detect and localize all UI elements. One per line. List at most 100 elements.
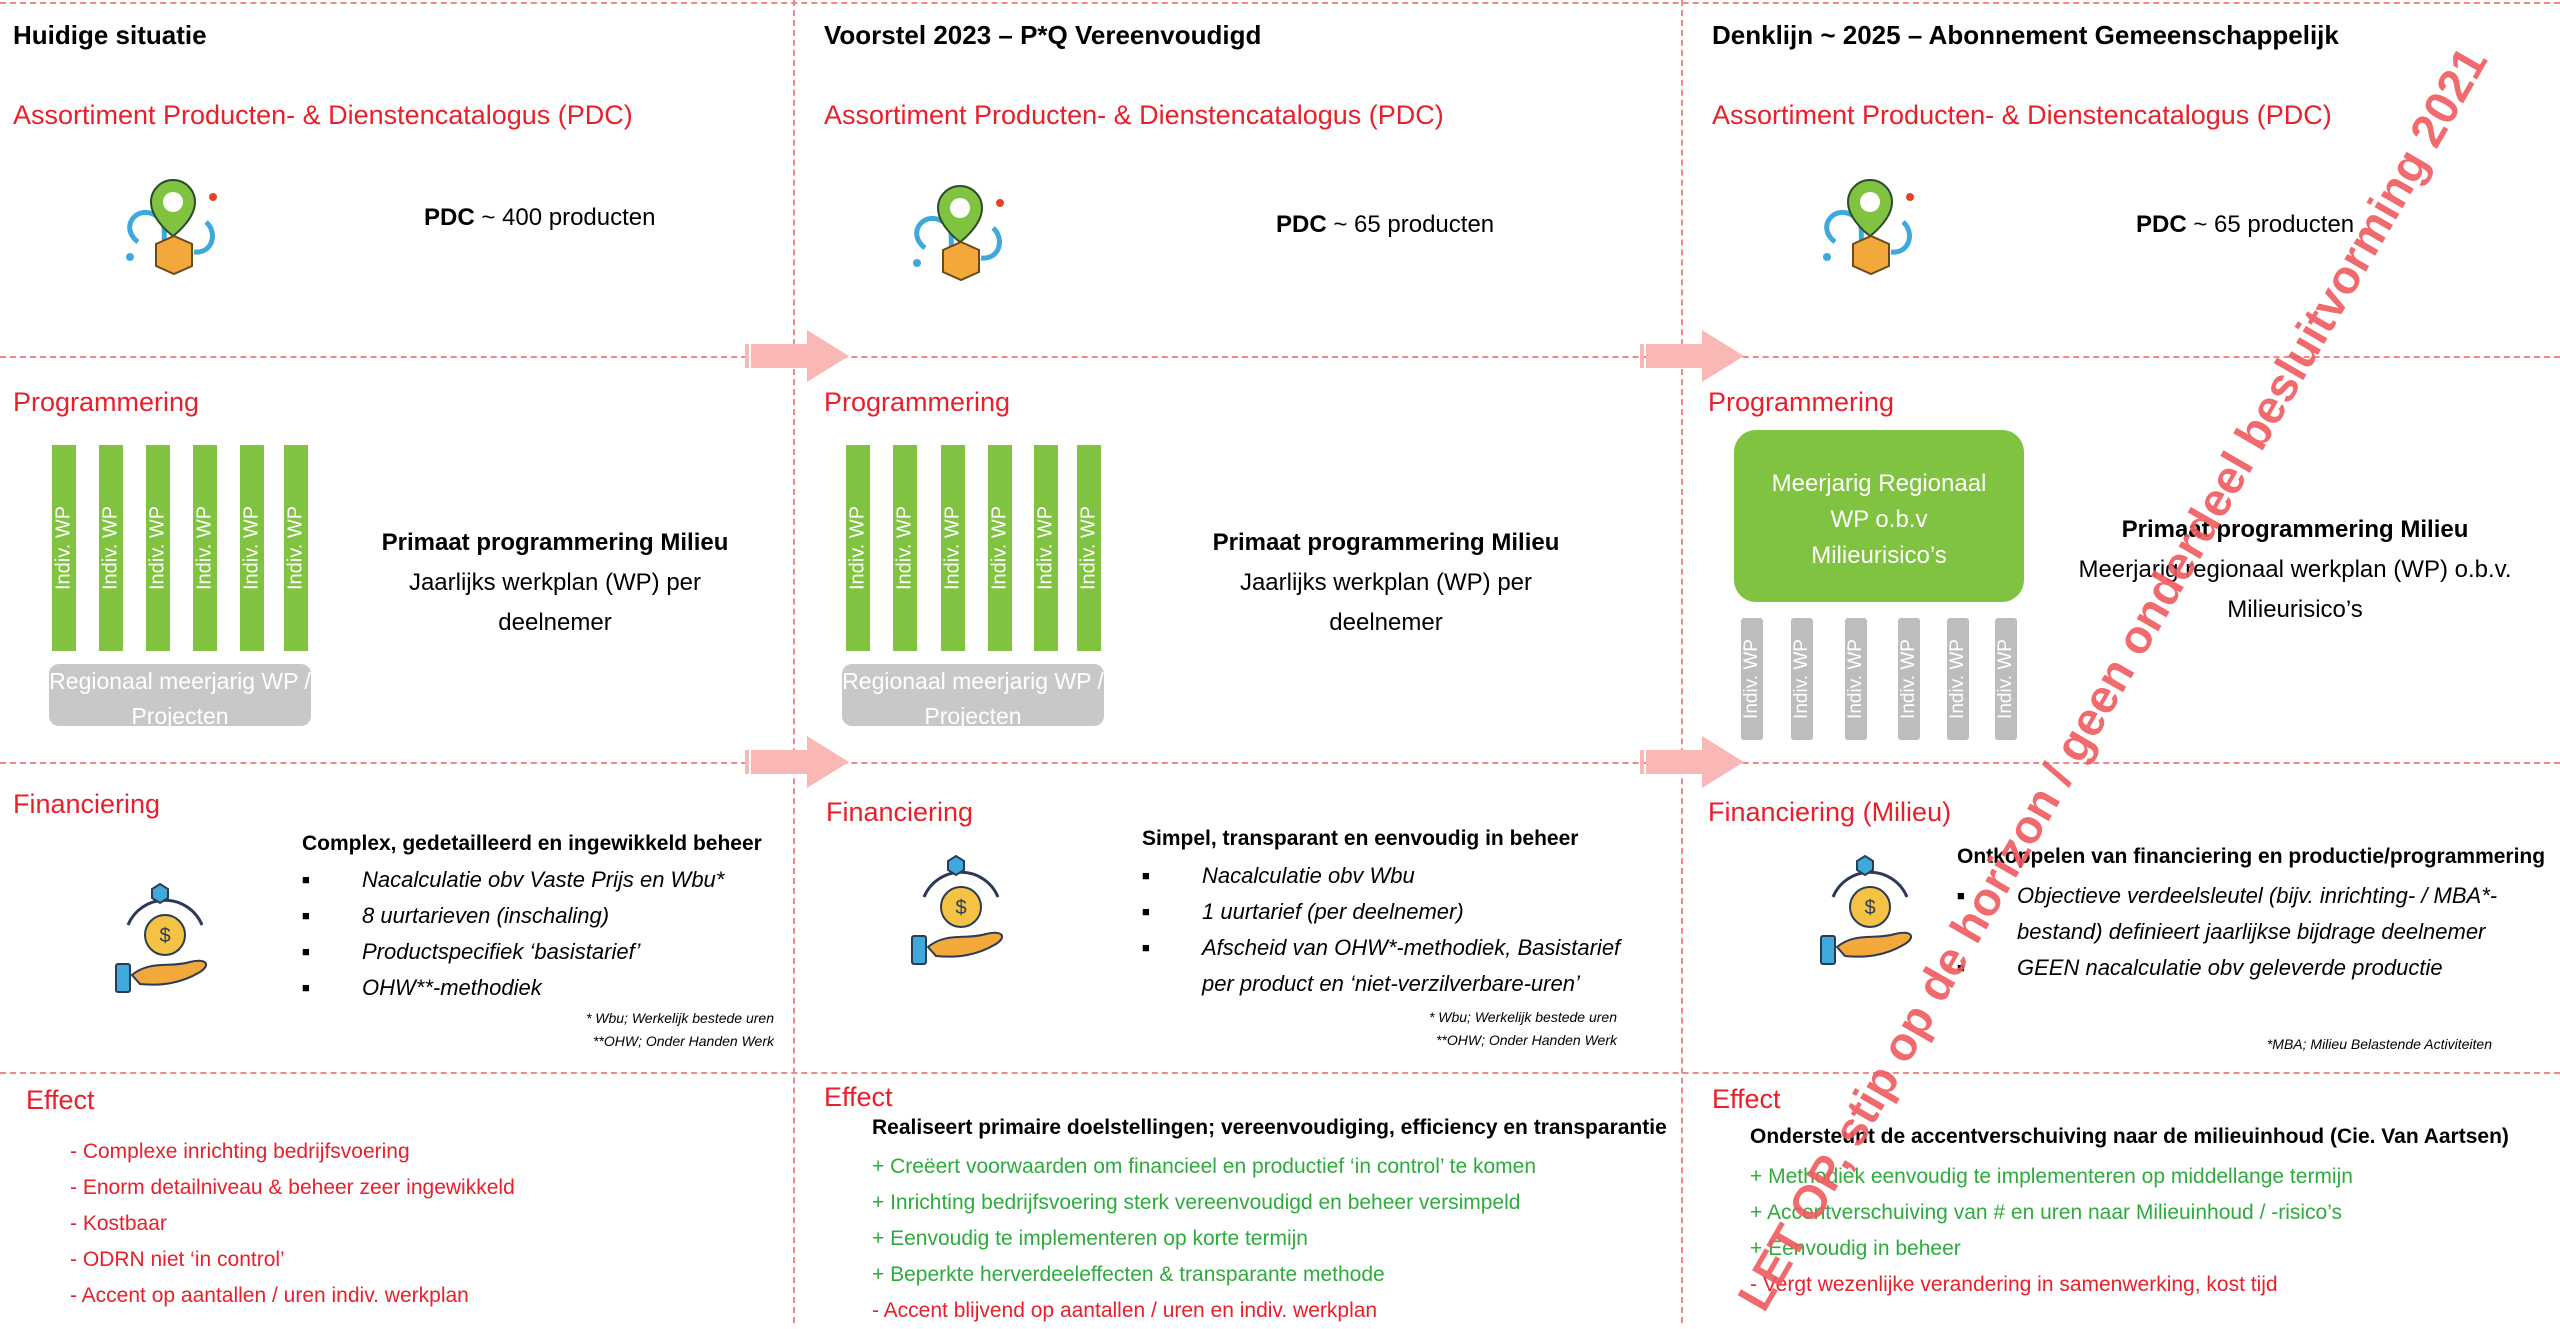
wp-bar: Indiv. WP (240, 445, 264, 651)
regional-wp-box: Regionaal meerjarig WP / Projecten (49, 664, 311, 726)
effect-item: + Methodiek eenvoudig te implementeren o… (1750, 1165, 2353, 1188)
programmering-description: Primaat programmering Milieu Jaarlijks w… (1186, 523, 1586, 643)
prog-title: Primaat programmering Milieu (1212, 529, 1560, 556)
row-divider (0, 2, 2560, 4)
prog-line: deelnemer (498, 609, 612, 636)
green-box-line: WP o.b.v (1830, 506, 1928, 533)
prog-line: deelnemer (1329, 609, 1443, 636)
wp-bar: Indiv. WP (1034, 445, 1058, 651)
wp-bar: Indiv. WP (1845, 618, 1867, 740)
fin-bullet: Objectieve verdeelsleutel (bijv. inricht… (1957, 878, 2517, 950)
pdc-count-text: ~ 65 producten (1326, 211, 1495, 238)
effect-list: + Methodiek eenvoudig te implementeren o… (1750, 1159, 2353, 1303)
fin-bullet: Nacalculatie obv Wbu (1142, 858, 1642, 894)
wp-bar-label: Indiv. WP (240, 505, 263, 591)
effect-item: - Enorm detailniveau & beheer zeer ingew… (70, 1176, 515, 1199)
prog-title: Primaat programmering Milieu (381, 529, 729, 556)
row-divider (0, 762, 2560, 764)
column-title: Voorstel 2023 – P*Q Vereenvoudigd (824, 20, 1262, 50)
transition-arrow-icon (1640, 736, 1744, 788)
pdc-count: PDC ~ 65 producten (1276, 211, 1494, 239)
row-divider (0, 1072, 2560, 1074)
prog-title: Primaat programmering Milieu (2121, 516, 2469, 543)
fin-title: Ontkoppelen van financiering en producti… (1957, 845, 2546, 868)
wp-bar: Indiv. WP (52, 445, 76, 651)
effect-label: Effect (26, 1085, 95, 1115)
wp-bar: Indiv. WP (1898, 618, 1920, 740)
wp-bar-label: Indiv. WP (1791, 639, 1812, 719)
wp-bar-label: Indiv. WP (193, 505, 216, 591)
wp-bar: Indiv. WP (1741, 618, 1763, 740)
fin-bullet: OHW**-methodiek (302, 970, 772, 1006)
wp-bar: Indiv. WP (193, 445, 217, 651)
financiering-label: Financiering (Milieu) (1708, 797, 1952, 827)
effect-list: + Creëert voorwaarden om financieel en p… (872, 1149, 1536, 1329)
programmering-description: Primaat programmering Milieu Jaarlijks w… (355, 523, 755, 643)
footnote: **OHW; Onder Handen Werk (592, 1033, 774, 1049)
financiering-label: Financiering (826, 797, 974, 827)
fin-bullet: Nacalculatie obv Vaste Prijs en Wbu* (302, 862, 772, 898)
svg-text:$: $ (159, 925, 170, 947)
wp-bar-label: Indiv. WP (284, 505, 307, 591)
column-divider (793, 0, 795, 1323)
wp-bar-label: Indiv. WP (1947, 639, 1968, 719)
svg-text:$: $ (955, 897, 966, 919)
effect-list: - Complexe inrichting bedrijfsvoering - … (70, 1134, 515, 1314)
fin-bullet-list: Objectieve verdeelsleutel (bijv. inricht… (1957, 878, 2517, 986)
prog-line: Meerjarig regionaal werkplan (WP) o.b.v. (2078, 556, 2512, 583)
wp-bar-label: Indiv. WP (1741, 639, 1762, 719)
location-pin-package-icon (1823, 178, 1914, 276)
pdc-abbrev: PDC (424, 204, 475, 231)
fin-bullet-list: Nacalculatie obv Vaste Prijs en Wbu* 8 u… (302, 862, 772, 1006)
effect-item: + Beperkte herverdeeleffecten & transpar… (872, 1263, 1385, 1286)
footnote: *MBA; Milieu Belastende Activiteiten (2266, 1036, 2492, 1052)
wp-bar-label: Indiv. WP (52, 505, 75, 591)
regional-wp-box: Regionaal meerjarig WP / Projecten (842, 664, 1104, 726)
fin-bullet: 1 uurtarief (per deelnemer) (1142, 894, 1642, 930)
wp-bar-label: Indiv. WP (893, 505, 916, 591)
programmering-label: Programmering (1708, 387, 1895, 417)
effect-item: - Complexe inrichting bedrijfsvoering (70, 1140, 410, 1163)
footnote: * Wbu; Werkelijk bestede uren (585, 1010, 774, 1026)
wp-bar-label: Indiv. WP (1077, 505, 1100, 591)
svg-text:$: $ (1864, 897, 1875, 919)
green-box-line: Milieurisico’s (1811, 542, 1947, 569)
pdc-section-label: Assortiment Producten- & Dienstencatalog… (824, 100, 1444, 130)
footnotes: * Wbu; Werkelijk bestede uren **OHW; Ond… (586, 1007, 774, 1053)
prog-line: Milieurisico’s (2227, 596, 2363, 623)
footnote: **OHW; Onder Handen Werk (1435, 1032, 1617, 1048)
effect-label: Effect (824, 1082, 893, 1112)
fin-title: Simpel, transparant en eenvoudig in behe… (1142, 827, 1579, 850)
wp-bar: Indiv. WP (146, 445, 170, 651)
fin-bullet: 8 uurtarieven (inschaling) (302, 898, 772, 934)
effect-item: + Accentverschuiving van # en uren naar … (1750, 1201, 2343, 1224)
wp-bar-label: Indiv. WP (1898, 639, 1919, 719)
wp-bar: Indiv. WP (1077, 445, 1101, 651)
wp-bar: Indiv. WP (284, 445, 308, 651)
green-box-line: Meerjarig Regionaal (1771, 470, 1987, 497)
pdc-section-label: Assortiment Producten- & Dienstencatalog… (1712, 100, 2332, 130)
effect-item: + Inrichting bedrijfsvoering sterk veree… (872, 1191, 1521, 1214)
programmering-description: Primaat programmering Milieu Meerjarig r… (2050, 510, 2540, 630)
column-divider (1681, 0, 1683, 1323)
transition-arrow-icon (745, 736, 849, 788)
hand-coin-icon: $ (911, 854, 1004, 965)
fin-bullet: Afscheid van OHW*-methodiek, Basistarief… (1142, 930, 1642, 1002)
pdc-abbrev: PDC (1276, 211, 1327, 238)
pdc-abbrev: PDC (2136, 211, 2187, 238)
fin-bullet: Productspecifiek ‘basistarief’ (302, 934, 772, 970)
wp-bar-label: Indiv. WP (146, 505, 169, 591)
footnotes: * Wbu; Werkelijk bestede uren **OHW; Ond… (1429, 1006, 1617, 1052)
wp-bar-label: Indiv. WP (988, 505, 1011, 591)
wp-bar: Indiv. WP (941, 445, 965, 651)
pdc-count: PDC ~ 65 producten (2136, 211, 2354, 239)
transition-arrow-icon (745, 330, 849, 382)
prog-line: Jaarlijks werkplan (WP) per (1239, 569, 1533, 596)
pdc-count-text: ~ 400 producten (474, 204, 656, 231)
location-pin-package-icon (913, 184, 1004, 282)
row-divider (0, 356, 2560, 358)
pdc-section-label: Assortiment Producten- & Dienstencatalog… (13, 100, 633, 130)
wp-bar: Indiv. WP (846, 445, 870, 651)
wp-bar-label: Indiv. WP (1034, 505, 1057, 591)
wp-bar-label: Indiv. WP (941, 505, 964, 591)
